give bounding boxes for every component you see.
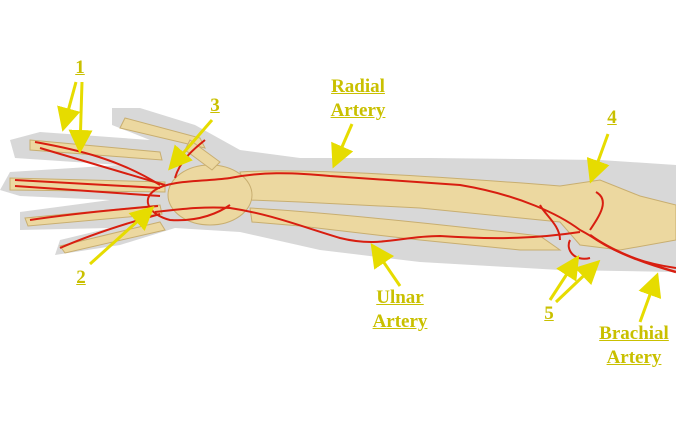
arrow-3 xyxy=(168,119,214,171)
ulnar-artery xyxy=(154,206,581,243)
ulnar-line-1: Ulnar xyxy=(376,287,424,308)
label-ulnar-artery: Ulnar Artery xyxy=(373,286,428,334)
arrow-ulnar xyxy=(370,243,402,287)
arrow-1a xyxy=(57,81,81,132)
arrow-brachial xyxy=(638,272,662,323)
label-radial-artery: Radial Artery xyxy=(331,75,386,123)
label-brachial-artery: Brachial Artery xyxy=(599,322,669,370)
radial-line-1: Radial xyxy=(331,76,385,97)
arrow-5b xyxy=(554,259,601,304)
label-1: 1 xyxy=(75,57,85,78)
arrow-5a xyxy=(548,254,580,301)
brachial-line-1: Brachial xyxy=(599,323,669,344)
label-2: 2 xyxy=(76,267,86,288)
label-3: 3 xyxy=(210,95,220,116)
arrow-radial xyxy=(331,123,354,169)
label-4: 4 xyxy=(607,107,617,128)
radial-line-2: Artery xyxy=(330,100,386,121)
arrow-2 xyxy=(88,205,155,266)
ulnar-line-2: Artery xyxy=(372,311,428,332)
pointer-arrows xyxy=(57,81,662,323)
label-5: 5 xyxy=(544,303,554,324)
brachial-artery xyxy=(589,233,676,274)
arrow-1b xyxy=(68,81,93,154)
arrow-4 xyxy=(586,133,610,184)
brachial-line-2: Artery xyxy=(606,347,662,368)
